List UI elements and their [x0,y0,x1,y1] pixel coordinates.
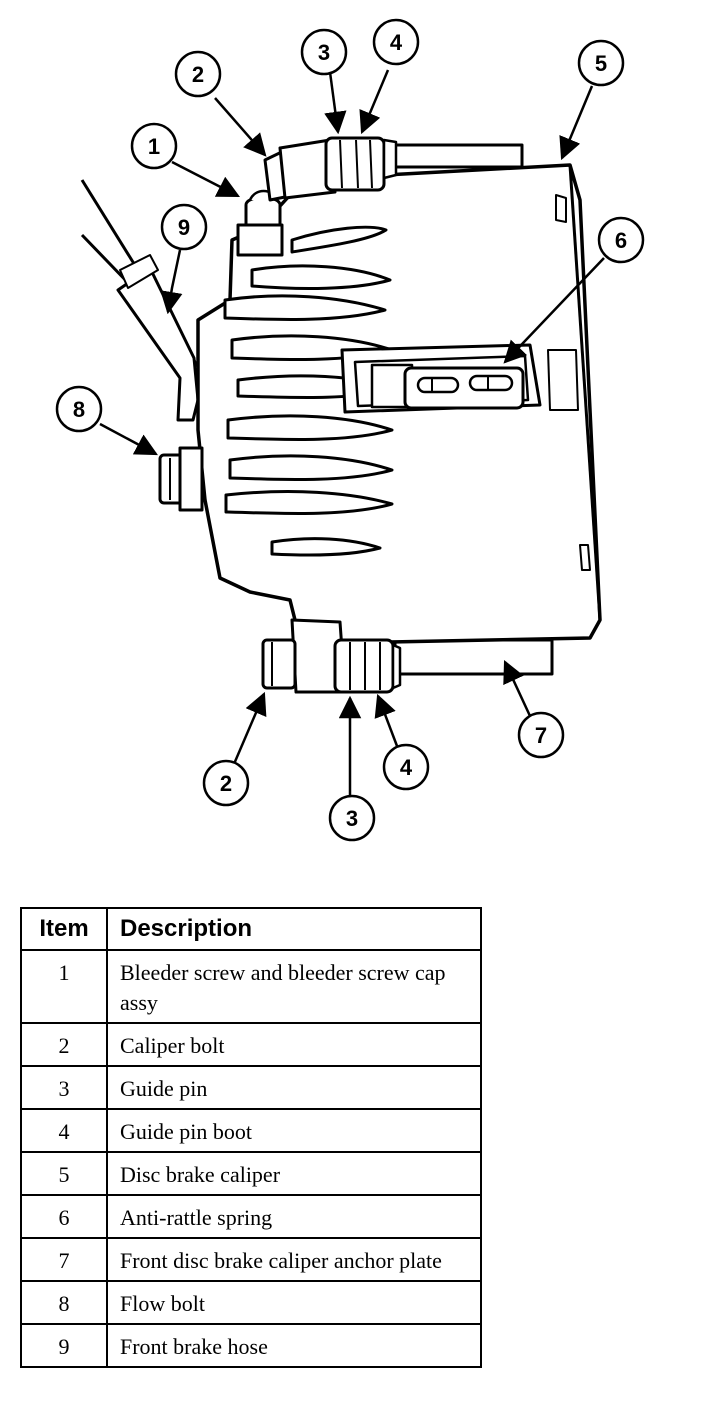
row-description: Guide pin [108,1067,480,1110]
bottom-bolt-assembly [261,618,402,694]
callout-leaders [99,69,605,796]
svg-text:8: 8 [73,397,85,422]
svg-text:3: 3 [346,806,358,831]
svg-text:6: 6 [615,228,627,253]
callout-9: 9 [160,203,208,251]
legend-table: Item Description 1 Bleeder screw and ble… [20,907,482,1368]
row-description: Bleeder screw and bleeder screw cap assy [108,951,480,1024]
legend-row: 5 Disc brake caliper [22,1153,480,1196]
svg-text:4: 4 [390,30,403,55]
callout-7: 7 [517,711,565,759]
legend-row: 8 Flow bolt [22,1282,480,1325]
callout-5: 5 [577,39,625,87]
legend-row: 3 Guide pin [22,1067,480,1110]
bleeder-screw [236,189,284,257]
row-item: 1 [22,951,108,1024]
legend-row: 4 Guide pin boot [22,1110,480,1153]
brake-caliper-diagram: 1 2 3 4 5 6 9 8 7 2 4 3 [55,18,645,842]
top-bolt-assembly [263,136,398,202]
row-description: Disc brake caliper [108,1153,480,1196]
anti-rattle-spring [340,343,542,414]
svg-text:3: 3 [318,40,330,65]
row-description: Front disc brake caliper anchor plate [108,1239,480,1282]
caliper-drawing [80,136,602,694]
callout-2-bottom: 2 [202,759,250,807]
legend-row: 1 Bleeder screw and bleeder screw cap as… [22,951,480,1024]
row-item: 8 [22,1282,108,1325]
header-item: Item [22,909,108,951]
svg-text:4: 4 [400,755,413,780]
svg-text:2: 2 [220,771,232,796]
svg-text:9: 9 [178,215,190,240]
legend-row: 2 Caliper bolt [22,1024,480,1067]
svg-text:7: 7 [535,723,547,748]
callout-2-top: 2 [174,50,222,98]
row-description: Front brake hose [120,1334,268,1359]
brake-hose [80,179,202,422]
callout-3-top: 3 [300,28,348,76]
row-item: 2 [22,1024,108,1067]
row-item: 5 [22,1153,108,1196]
row-item: 7 [22,1239,108,1282]
legend-row: 6 Anti-rattle spring [22,1196,480,1239]
callout-4-bottom: 4 [382,743,430,791]
callout-1: 1 [130,122,178,170]
legend-row: 9 Front brake hose [22,1325,480,1366]
row-item: 4 [22,1110,108,1153]
legend-header-row: Item Description [22,909,480,951]
header-description: Description [108,909,480,951]
callout-3-bottom: 3 [328,794,376,842]
svg-text:1: 1 [148,134,160,159]
row-description: Caliper bolt [108,1024,480,1067]
row-description: Guide pin boot [108,1110,480,1153]
callout-8: 8 [55,385,103,433]
svg-text:2: 2 [192,62,204,87]
legend-row: 7 Front disc brake caliper anchor plate [22,1239,480,1282]
row-item: 3 [22,1067,108,1110]
row-description: Flow bolt [108,1282,480,1325]
row-item: 6 [22,1196,108,1239]
svg-text:5: 5 [595,51,607,76]
callout-6: 6 [597,216,645,264]
callout-4-top: 4 [372,18,420,66]
row-description: Anti-rattle spring [108,1196,480,1239]
row-item: 9 [22,1325,108,1366]
flow-bolt [158,446,204,512]
